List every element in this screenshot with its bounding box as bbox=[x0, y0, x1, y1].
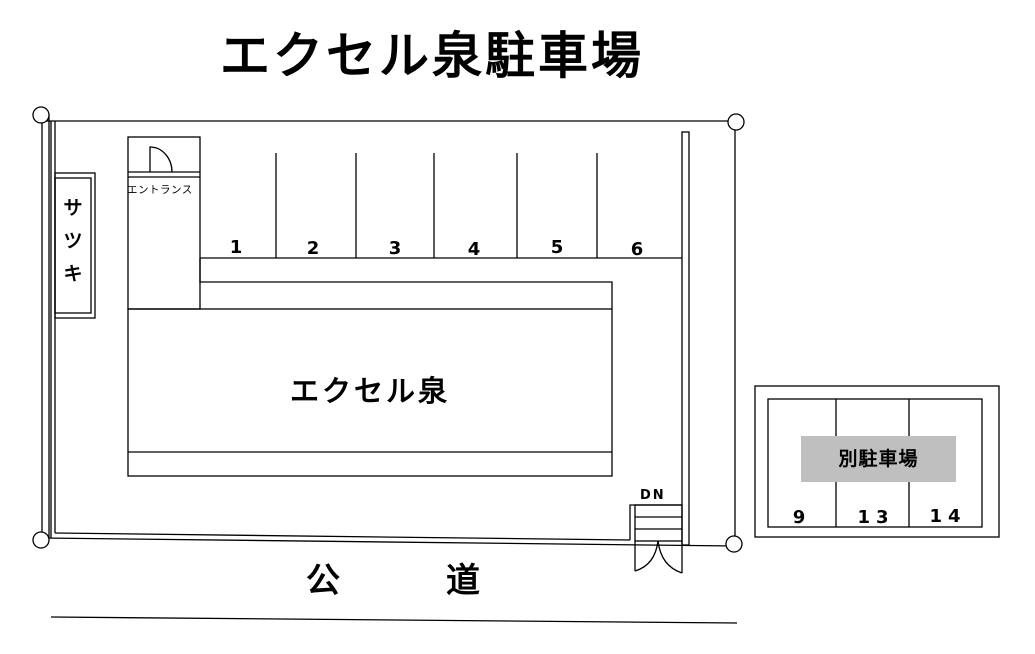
road-edge-line bbox=[50, 616, 738, 624]
main-building-outline bbox=[127, 308, 613, 477]
entrance-block bbox=[127, 136, 201, 310]
parking-spot-3: 3 bbox=[388, 238, 402, 259]
neighbor-building-outline bbox=[54, 172, 96, 319]
parking-spot-1: 1 bbox=[229, 237, 243, 258]
parking-spot-2: 2 bbox=[306, 238, 320, 259]
property-boundary bbox=[32, 106, 745, 553]
road-label: 公 道 bbox=[306, 561, 516, 601]
boundary-marker-top-right bbox=[727, 113, 745, 131]
annex-parking-label: 別駐車場 bbox=[801, 436, 956, 482]
east-wall bbox=[681, 131, 690, 546]
stairs bbox=[629, 504, 683, 574]
parking-spot-4: 4 bbox=[467, 239, 481, 260]
parking-area bbox=[199, 153, 682, 309]
annex-spot-13: 13 bbox=[857, 507, 895, 528]
neighbor-building-label: サツキ bbox=[63, 197, 83, 285]
parking-spot-5: 5 bbox=[550, 237, 564, 258]
boundary-marker-bottom-right bbox=[725, 535, 743, 553]
entrance-label: エントランス bbox=[127, 184, 193, 196]
stairs-down-label: DN bbox=[640, 488, 666, 503]
annex-spot-9: 9 bbox=[792, 507, 812, 528]
gate-left-swing-icon bbox=[634, 540, 659, 572]
annex-spot-14: 14 bbox=[929, 506, 967, 527]
door-swing-icon bbox=[149, 146, 173, 173]
gate-right-swing-icon bbox=[657, 540, 683, 574]
building-name: エクセル泉 bbox=[290, 374, 451, 408]
boundary-marker-bottom-left bbox=[32, 531, 50, 549]
page-title: エクセル泉駐車場 bbox=[220, 27, 644, 85]
boundary-marker-top-left bbox=[32, 106, 50, 124]
parking-spot-6: 6 bbox=[630, 239, 644, 260]
